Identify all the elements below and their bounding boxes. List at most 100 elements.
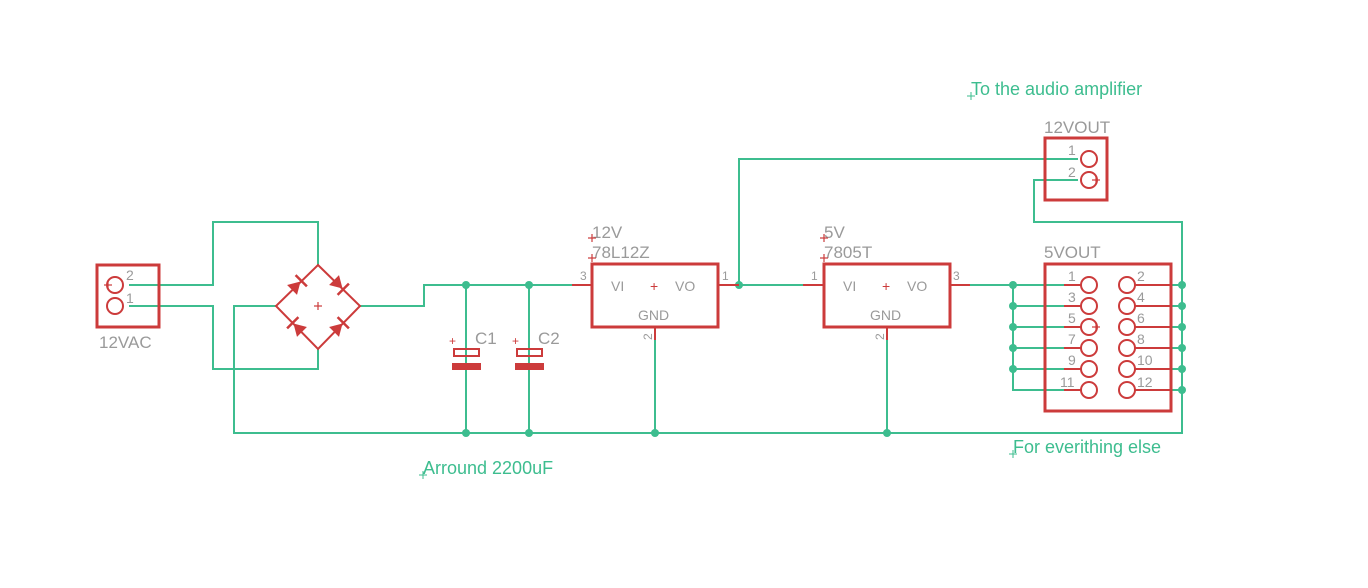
pin-label: 7 — [1068, 331, 1076, 347]
pin-number: 3 — [580, 269, 587, 283]
regulator-7805t[interactable]: VI VO GND 1 3 2 + 5V 7805T — [803, 223, 970, 340]
note-caps: Arround 2200uF — [423, 458, 553, 478]
component-name: C1 — [475, 329, 497, 348]
note-audio: To the audio amplifier — [971, 79, 1142, 99]
pin-pad — [1080, 297, 1098, 315]
junction-dot — [1009, 323, 1017, 331]
polarity-plus-icon: + — [449, 334, 456, 348]
pin-number: 2 — [641, 333, 655, 340]
connector-name: 12VOUT — [1044, 118, 1110, 137]
component-name: C2 — [538, 329, 560, 348]
pin-label: 5 — [1068, 310, 1076, 326]
pin-pad — [1080, 339, 1098, 357]
pin-label: 3 — [1068, 289, 1076, 305]
pin-pad — [1080, 360, 1098, 378]
pin-pad — [1080, 150, 1098, 168]
component-value: 7805T — [824, 243, 872, 262]
connector-name: 12VAC — [99, 333, 152, 352]
connector-12vout[interactable]: 1 2 12VOUT — [1043, 118, 1110, 202]
pin-pad — [1118, 276, 1136, 294]
junction-dot — [462, 281, 470, 289]
pin-label-gnd: GND — [870, 307, 901, 323]
junction-dot — [525, 429, 533, 437]
pin-pad — [106, 297, 124, 315]
pin-label-vi: VI — [611, 278, 624, 294]
bridge-outline — [274, 263, 362, 351]
pin-label: 6 — [1137, 310, 1145, 326]
wire-to-12vout[interactable] — [738, 158, 1078, 285]
diode-icon — [287, 274, 308, 295]
junction-dot — [1178, 344, 1186, 352]
pin-label: 10 — [1137, 352, 1153, 368]
wire-ac-pin1[interactable] — [129, 305, 319, 370]
pin-label: 12 — [1137, 374, 1153, 390]
polarity-plus-icon: + — [512, 334, 519, 348]
junction-dot — [1009, 365, 1017, 373]
bridge-rectifier[interactable] — [274, 263, 362, 351]
pin-label: 9 — [1068, 352, 1076, 368]
junction-dot — [462, 429, 470, 437]
plus-icon: + — [650, 278, 658, 294]
junction-dot — [1009, 302, 1017, 310]
junction-dot — [1009, 281, 1017, 289]
connector-body — [95, 263, 161, 329]
diode-icon — [329, 316, 350, 337]
capacitor-c1[interactable]: + C1 — [449, 329, 497, 370]
pin-label-vi: VI — [843, 278, 856, 294]
pin-pad — [1118, 381, 1136, 399]
pin-number: 2 — [873, 333, 887, 340]
component-value: 78L12Z — [592, 243, 650, 262]
junction-dot — [1178, 281, 1186, 289]
connector-12vac[interactable]: 2 1 12VAC — [95, 263, 161, 352]
pin-label: 11 — [1060, 374, 1075, 390]
notes: To the audio amplifier Arround 2200uF Fo… — [419, 79, 1161, 479]
pin-number: 3 — [953, 269, 960, 283]
pin-label-gnd: GND — [638, 307, 669, 323]
connector-body — [1043, 136, 1109, 202]
plus-icon: + — [882, 278, 890, 294]
capacitor-plate-negative — [515, 363, 544, 370]
pin-label: 2 — [1068, 164, 1076, 180]
junction-dot — [1178, 302, 1186, 310]
pin-number: 1 — [811, 269, 818, 283]
connector-5vout[interactable]: 1 3 5 7 9 11 2 4 6 8 10 12 5VOUT — [1043, 243, 1173, 413]
wires — [129, 158, 1183, 434]
capacitor-plate-negative — [452, 363, 481, 370]
pin-label: 1 — [1068, 268, 1076, 284]
pin-label: 2 — [126, 267, 134, 283]
diode-icon — [286, 316, 307, 337]
junction-dot — [1009, 344, 1017, 352]
pin-label: 1 — [1068, 142, 1076, 158]
diode-icon — [329, 275, 350, 296]
regulator-78l12z[interactable]: VI VO GND 3 1 2 + 12V 78L12Z — [572, 223, 739, 340]
junction-dot — [1178, 323, 1186, 331]
connector-body — [1043, 262, 1173, 413]
junction-dot — [651, 429, 659, 437]
connector-name: 5VOUT — [1044, 243, 1101, 262]
junctions — [462, 281, 1186, 437]
pin-label: 4 — [1137, 289, 1145, 305]
capacitor-plate-positive — [516, 348, 543, 357]
pin-number: 1 — [722, 269, 729, 283]
junction-dot — [883, 429, 891, 437]
wire-bridge-positive[interactable] — [360, 284, 572, 307]
component-name: 12V — [592, 223, 623, 242]
capacitor-plate-positive — [453, 348, 480, 357]
pin-label: 8 — [1137, 331, 1145, 347]
pin-pad — [1080, 381, 1098, 399]
pin-pad — [1080, 276, 1098, 294]
note-else: For everithing else — [1013, 437, 1161, 457]
wire-5v-odd-bus[interactable] — [1012, 285, 1064, 391]
junction-dot — [1178, 365, 1186, 373]
capacitor-c2[interactable]: + C2 — [512, 329, 560, 370]
pin-label: 2 — [1137, 268, 1145, 284]
pin-label-vo: VO — [675, 278, 695, 294]
pin-label-vo: VO — [907, 278, 927, 294]
pin-label: 1 — [126, 290, 134, 306]
pin-pad — [1118, 318, 1136, 336]
pin-pad — [1118, 360, 1136, 378]
wire-ac-pin2[interactable] — [129, 221, 319, 286]
component-name: 5V — [824, 223, 845, 242]
pin-pad — [1118, 339, 1136, 357]
